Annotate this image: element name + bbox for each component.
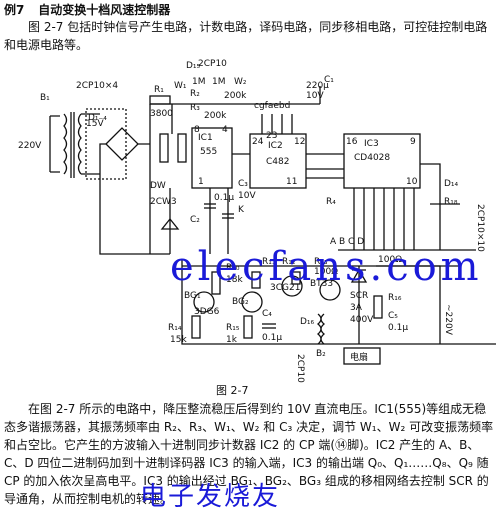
label-r13v: 100Ω	[314, 267, 338, 277]
label-abcd: A B C D	[330, 237, 364, 247]
label-ic3: IC3	[364, 139, 379, 149]
label-r1v: 3800	[150, 109, 173, 119]
label-b2: B₂	[316, 349, 326, 359]
label-3cg21: 3CG21	[270, 283, 300, 293]
label-r3: R₃	[190, 103, 200, 113]
figure-caption: 图 2-7	[216, 384, 249, 397]
label-220v: 220V	[18, 141, 42, 151]
label-r10: R₁₀	[226, 263, 240, 273]
label-dw: DW	[150, 181, 166, 191]
label-pin16: 16	[346, 137, 358, 147]
label-diode-chain: 2CP10×10	[475, 204, 485, 252]
label-ic1: IC1	[198, 133, 213, 143]
label-c2: C₂	[190, 215, 200, 225]
label-bg1: BG₁	[184, 291, 201, 301]
article-title: 自动变换十档风速控制器	[38, 3, 171, 17]
label-3dg6: 3DG6	[194, 307, 220, 317]
label-r15: R₁₅	[226, 323, 240, 333]
label-100ohm: 100Ω	[378, 255, 402, 265]
label-d14r: D₁₄	[444, 179, 459, 189]
label-bt33: BT33	[310, 279, 333, 289]
label-r14v: 15k	[170, 335, 187, 345]
example-label: 例7	[4, 3, 25, 17]
label-10v: 10V	[306, 91, 324, 101]
label-bg2: BG₂	[232, 297, 249, 307]
label-ic2: IC2	[268, 141, 283, 151]
label-r13: R₁₃	[314, 257, 328, 267]
label-c1v: 220μ	[306, 81, 329, 91]
watermark-cn: 电子发烧友	[140, 482, 281, 512]
label-200k-b: 200k	[224, 91, 247, 101]
label-15v: 15V	[86, 119, 104, 129]
label-k: K	[238, 205, 245, 215]
label-cgfaebd: cgfaebd	[254, 101, 290, 111]
label-r15v: 1k	[226, 335, 238, 345]
label-d14: D₁₋₄	[88, 113, 107, 123]
label-ic1-part: 555	[200, 147, 217, 157]
label-cp10: 2CP10	[198, 59, 227, 69]
label-r12: R₁₂	[282, 257, 296, 267]
label-r10v: 18k	[226, 275, 243, 285]
label-d15: D₁₅	[186, 61, 201, 71]
label-r18: R₁₈	[444, 197, 458, 207]
label-d16: D₁₆	[300, 317, 315, 327]
intro-paragraph: 图 2-7 包括时钟信号产生电路，计数电路，译码电路，同步移相电路，可控硅控制电…	[4, 20, 488, 52]
label-c2v: 0.1μ	[214, 193, 234, 203]
label-c3v: 10V	[238, 191, 256, 201]
label-c1: C₁	[324, 75, 334, 85]
label-c5: C₅	[388, 311, 398, 321]
label-pin24: 24	[252, 137, 264, 147]
label-motor: 电扇	[350, 351, 368, 363]
label-r1: R₁	[154, 85, 164, 95]
label-pin1: 1	[198, 177, 204, 187]
label-ic3-part: CD4028	[354, 153, 390, 163]
label-w2: W₂	[234, 77, 247, 87]
label-pin23: 23	[266, 131, 277, 141]
label-r2: R₂	[190, 89, 200, 99]
label-b1: B₁	[40, 93, 50, 103]
label-pin11: 11	[286, 177, 297, 187]
label-pin4: 4	[222, 125, 228, 135]
label-pin9: 9	[410, 137, 416, 147]
label-r4: R₄	[326, 197, 336, 207]
label-diode-bridge: 2CP10×4	[76, 81, 118, 91]
example-heading: 例7 自动变换十档风速控制器	[4, 2, 494, 18]
label-200k-a: 200k	[204, 111, 227, 121]
label-w1: W₁	[174, 81, 187, 91]
label-scr-400v: 400V	[350, 315, 374, 325]
body-paragraph: 在图 2-7 所示的电路中，降压整流稳压后得到约 10V 直流电压。IC1(55…	[4, 402, 494, 506]
label-r14: R₁₄	[168, 323, 182, 333]
label-pin10: 10	[406, 177, 418, 187]
label-scr: SCR	[350, 291, 368, 301]
label-pin12: 12	[294, 137, 305, 147]
label-c3: C₃	[238, 179, 248, 189]
label-c5v: 0.1μ	[388, 323, 408, 333]
label-ic2-part: C482	[266, 157, 289, 167]
circuit-diagram: B₁ 220V 15V D₁₋₄ 2CP10×4 R₁ 3800 D₁₅ 2CP…	[18, 59, 496, 383]
label-scr-3a: 3A	[350, 303, 363, 313]
label-c4: C₄	[262, 309, 272, 319]
label-1m-a: 1M	[192, 77, 206, 87]
label-2cw3: 2CW3	[150, 197, 177, 207]
watermark-site: elecfans.com	[170, 244, 483, 290]
label-c4v: 0.1μ	[262, 333, 282, 343]
label-1m-b: 1M	[212, 77, 226, 87]
label-cp10b: 2CP10	[295, 354, 305, 383]
label-220v-ac: ~220V	[443, 304, 453, 336]
label-r11: R₁₁	[262, 257, 276, 267]
label-pin8: 8	[194, 125, 200, 135]
label-r16: R₁₆	[388, 293, 402, 303]
